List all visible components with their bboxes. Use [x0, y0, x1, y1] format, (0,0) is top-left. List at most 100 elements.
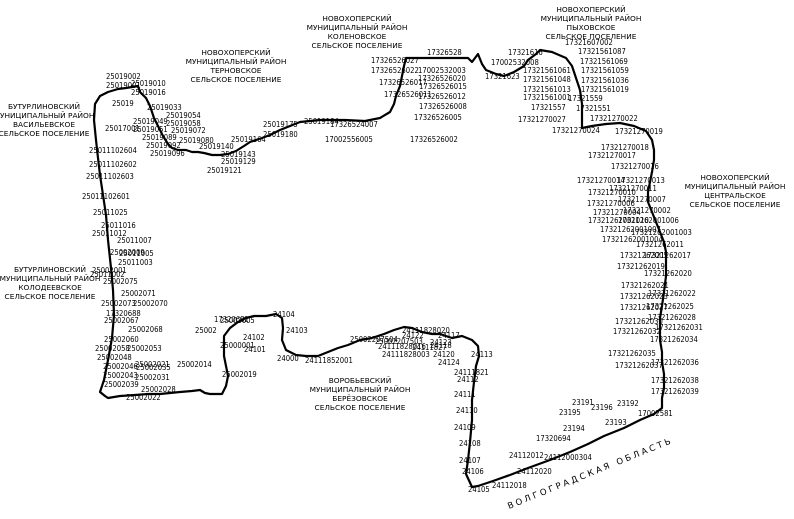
- parcel-number: 25002019: [222, 370, 257, 379]
- parcel-number: 17321561036: [581, 76, 629, 85]
- district-label-line: ТЕРНОВСКОЕ: [210, 66, 262, 75]
- parcel-number: 17321270002: [623, 206, 671, 215]
- parcel-number: 24111828003: [382, 350, 430, 359]
- parcel-number: 25011102601: [82, 192, 130, 201]
- parcel-number: 24112020: [517, 467, 552, 476]
- parcel-number: 25002039: [104, 380, 139, 389]
- district-label-line: НОВОХОПЕРСКИЙ: [322, 14, 391, 23]
- parcel-number: 17321270011: [609, 184, 657, 193]
- parcel-number: 17321262001004: [602, 235, 663, 244]
- parcel-number: 17321262038: [651, 376, 699, 385]
- parcel-number: 24111821: [454, 368, 489, 377]
- parcel-number: 25002005: [220, 316, 255, 325]
- district-label-line: ЦЕНТРАЛЬСКОЕ: [704, 191, 766, 200]
- district-label-line: ВАСИЛЬЕВСКОЕ: [13, 120, 75, 129]
- parcel-number: 24111828020: [402, 326, 450, 335]
- parcel-number: 25002060: [104, 335, 139, 344]
- parcel-number: 25019175: [263, 120, 298, 129]
- parcel-number: 25002001: [92, 266, 127, 275]
- parcel-number: 25002021: [135, 360, 170, 369]
- parcel-number: 17321270017: [588, 151, 636, 160]
- district-label-line: МУНИЦИПАЛЬНЫЙ РАЙОН: [541, 14, 642, 23]
- district-label-line: СЕЛЬСКОЕ ПОСЕЛЕНИЕ: [546, 32, 637, 41]
- parcel-number: 17321551: [576, 104, 611, 113]
- district-label-line: СЕЛЬСКОЕ ПОСЕЛЕНИЕ: [0, 129, 90, 138]
- parcel-number: 25019184: [304, 117, 339, 126]
- parcel-number: 24101: [244, 345, 266, 354]
- parcel-number: 23195: [559, 408, 581, 417]
- parcel-number: 17321262032: [613, 327, 661, 336]
- parcel-number: 17321262019: [617, 262, 665, 271]
- parcel-number: 17326526020: [418, 74, 466, 83]
- parcel-number: 25002009: [110, 248, 145, 257]
- parcel-number: 17326526011: [384, 90, 432, 99]
- parcel-number: 17320694: [536, 434, 571, 443]
- parcel-number: 24111827: [412, 343, 447, 352]
- parcel-number: 25011102603: [86, 172, 134, 181]
- parcel-number: 17002581: [638, 409, 673, 418]
- parcel-number: 25019129: [221, 157, 256, 166]
- parcel-number: 25019092: [146, 141, 181, 150]
- settlement-boundary-line: [92, 48, 668, 489]
- parcel-number: 24108: [459, 439, 481, 448]
- parcel-number: 25002: [195, 326, 217, 335]
- parcel-number: 25002070: [133, 299, 168, 308]
- parcel-number: 25019096: [150, 149, 185, 158]
- parcel-number: 17326524007: [330, 120, 378, 129]
- district-label-line: НОВОХОПЕРСКИЙ: [201, 48, 270, 57]
- parcel-number: 24110: [456, 406, 478, 415]
- parcel-number: 24111: [454, 390, 476, 399]
- parcel-number: 24107: [459, 456, 481, 465]
- parcel-number: 25019054: [166, 111, 201, 120]
- district-label-line: ВОРОБЬЕВСКИЙ: [329, 376, 392, 385]
- parcel-number: 17321561087: [578, 47, 626, 56]
- parcel-number: 17002556005: [325, 135, 373, 144]
- parcel-number: 25019089: [142, 133, 177, 142]
- parcel-number: 24124: [438, 358, 460, 367]
- parcel-number: 24112: [457, 375, 479, 384]
- district-label-line: СЕЛЬСКОЕ ПОСЕЛЕНИЕ: [690, 200, 781, 209]
- parcel-number: 17320688: [106, 309, 141, 318]
- parcel-number: 25019033: [147, 103, 182, 112]
- parcel-number: 17321270007: [618, 195, 666, 204]
- parcel-number: 24112000304: [544, 453, 592, 462]
- parcel-number: 25002207503: [375, 337, 423, 346]
- parcel-number: 17321262027: [620, 303, 668, 312]
- parcel-number: 24103: [286, 326, 308, 335]
- parcel-number: 25011102602: [89, 160, 137, 169]
- parcel-number: 17321561059: [581, 66, 629, 75]
- parcel-number: 25002046: [103, 362, 138, 371]
- parcel-number: 24111828016: [378, 342, 426, 351]
- parcel-number: 17326526012: [418, 92, 466, 101]
- district-label-line: МУНИЦИПАЛЬНЫЙ РАЙОН: [0, 111, 94, 120]
- parcel-number: 17321270016: [611, 162, 659, 171]
- parcel-number: 25019072: [171, 126, 206, 135]
- parcel-number: 24120: [433, 350, 455, 359]
- parcel-number: 25011012: [92, 229, 127, 238]
- parcel-number: 23196: [591, 403, 613, 412]
- district-label-line: МУНИЦИПАЛЬНЫЙ РАЙОН: [685, 182, 786, 191]
- parcel-number: 25019051: [133, 125, 168, 134]
- parcel-number: 17321270024: [552, 126, 600, 135]
- parcel-number: 24104: [273, 310, 295, 319]
- parcel-number: 24102: [243, 333, 265, 342]
- parcel-number: 17321561048: [523, 75, 571, 84]
- district-label-line: СЕЛЬСКОЕ ПОСЕЛЕНИЕ: [315, 403, 406, 412]
- parcel-number: 17326526027: [371, 56, 419, 65]
- parcel-number: 25011102604: [89, 146, 137, 155]
- parcel-number: 24113: [471, 350, 493, 359]
- parcel-number: 24106: [462, 467, 484, 476]
- parcel-number: 24109: [454, 423, 476, 432]
- parcel-number: 25019049: [133, 117, 168, 126]
- parcel-number: 17321262001010: [588, 216, 649, 225]
- district-label-line: НОВОХОПЕРСКИЙ: [700, 173, 769, 182]
- parcel-number: 25019001: [106, 81, 141, 90]
- parcel-number: 17326526008: [419, 102, 467, 111]
- parcel-number: 17326526015: [419, 82, 467, 91]
- district-label-line: КОЛОДЕЕВСКОЕ: [18, 283, 82, 292]
